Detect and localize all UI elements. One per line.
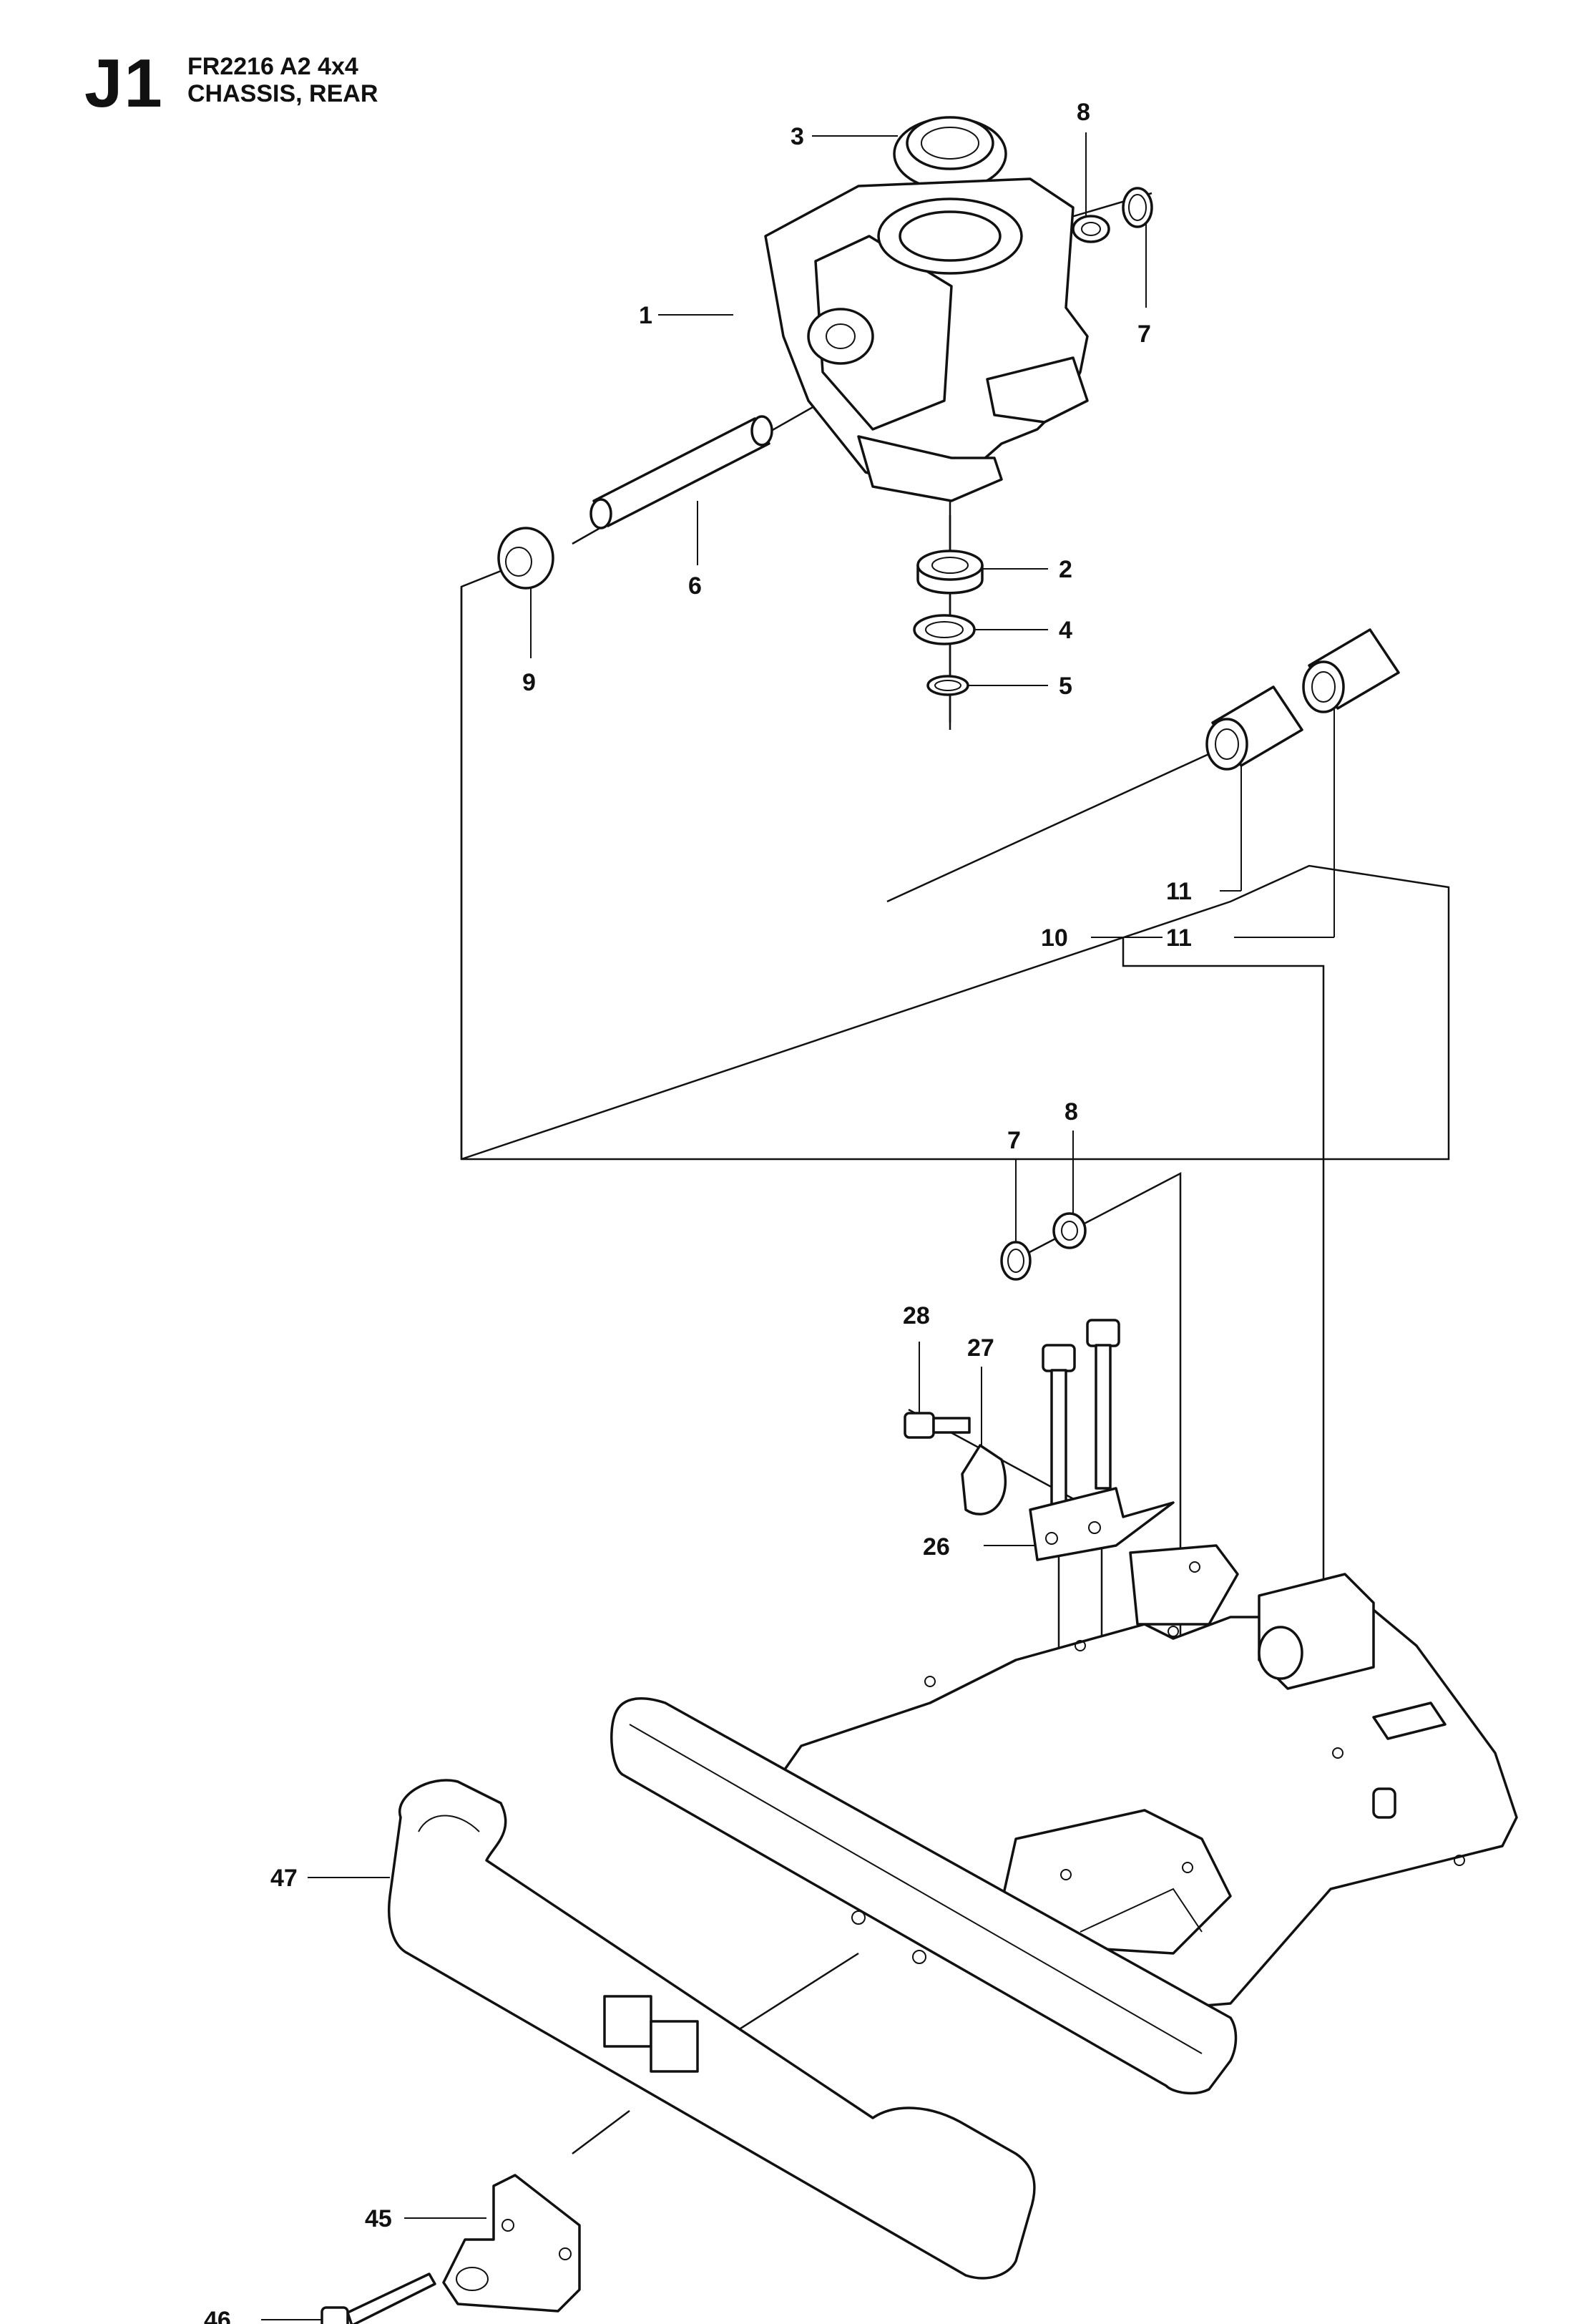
part-8-washer-top: [1072, 215, 1110, 243]
callout-1: 1: [639, 302, 652, 329]
callout-28: 28: [903, 1302, 930, 1329]
part-45-bracket: [442, 2174, 581, 2313]
rear-bumper-bar: [610, 1697, 1238, 2095]
part-46-bolt: [320, 2272, 436, 2324]
callout-45: 45: [365, 2205, 392, 2232]
callout-2: 2: [1059, 556, 1072, 583]
part-11-bushing-right: [1302, 628, 1400, 713]
part-9-bushing: [497, 527, 554, 590]
callout-7-lower: 7: [1007, 1127, 1021, 1154]
part-3-bearing: [893, 116, 1007, 191]
part-4-circlip: [913, 614, 976, 645]
callout-47: 47: [270, 1865, 298, 1892]
callout-46: 46: [204, 2307, 231, 2324]
part-7-snap-ring-top: [1122, 187, 1153, 228]
callout-3: 3: [791, 123, 804, 150]
callout-10: 10: [1041, 924, 1068, 952]
section-code: J1: [84, 45, 164, 122]
part-7-snap-ring-lower: [1000, 1241, 1032, 1281]
callout-11-upper: 11: [1166, 878, 1192, 905]
diagram-title: CHASSIS, REAR: [187, 80, 378, 107]
part-5-o-ring: [926, 675, 969, 696]
part-8-washer-lower: [1052, 1212, 1087, 1249]
callout-8-top: 8: [1077, 99, 1090, 126]
callout-6: 6: [688, 572, 702, 600]
part-11-bushing-left: [1205, 685, 1303, 771]
callout-4: 4: [1059, 617, 1072, 644]
callout-11-lower: 11: [1166, 924, 1192, 952]
callout-5: 5: [1059, 673, 1072, 700]
part-27-clamp: [961, 1444, 1007, 1515]
chassis-bolt-holes: [924, 1561, 1465, 1880]
part-26-bracket: [1029, 1487, 1175, 1561]
rear-chassis-frame: [750, 1544, 1518, 2012]
part-6-pin: [589, 415, 773, 529]
callout-labels: 3 8 1 7 6 2 9 4 5 11 10 11 8 7 28 27 26 …: [204, 99, 1192, 2324]
model-name: FR2216 A2 4x4: [187, 53, 358, 80]
part-47-weight: [388, 1779, 1036, 2280]
callout-27: 27: [967, 1334, 994, 1362]
callout-8-lower: 8: [1065, 1098, 1078, 1126]
part-1-axle-carrier: [764, 177, 1089, 502]
callout-26: 26: [923, 1533, 950, 1561]
part-28-screw: [904, 1412, 971, 1439]
long-bolt-left: [1042, 1344, 1076, 1515]
callout-9: 9: [522, 669, 536, 696]
long-bolt-right: [1086, 1319, 1120, 1490]
part-2-bearing: [916, 550, 984, 595]
callout-7-top: 7: [1137, 321, 1151, 348]
